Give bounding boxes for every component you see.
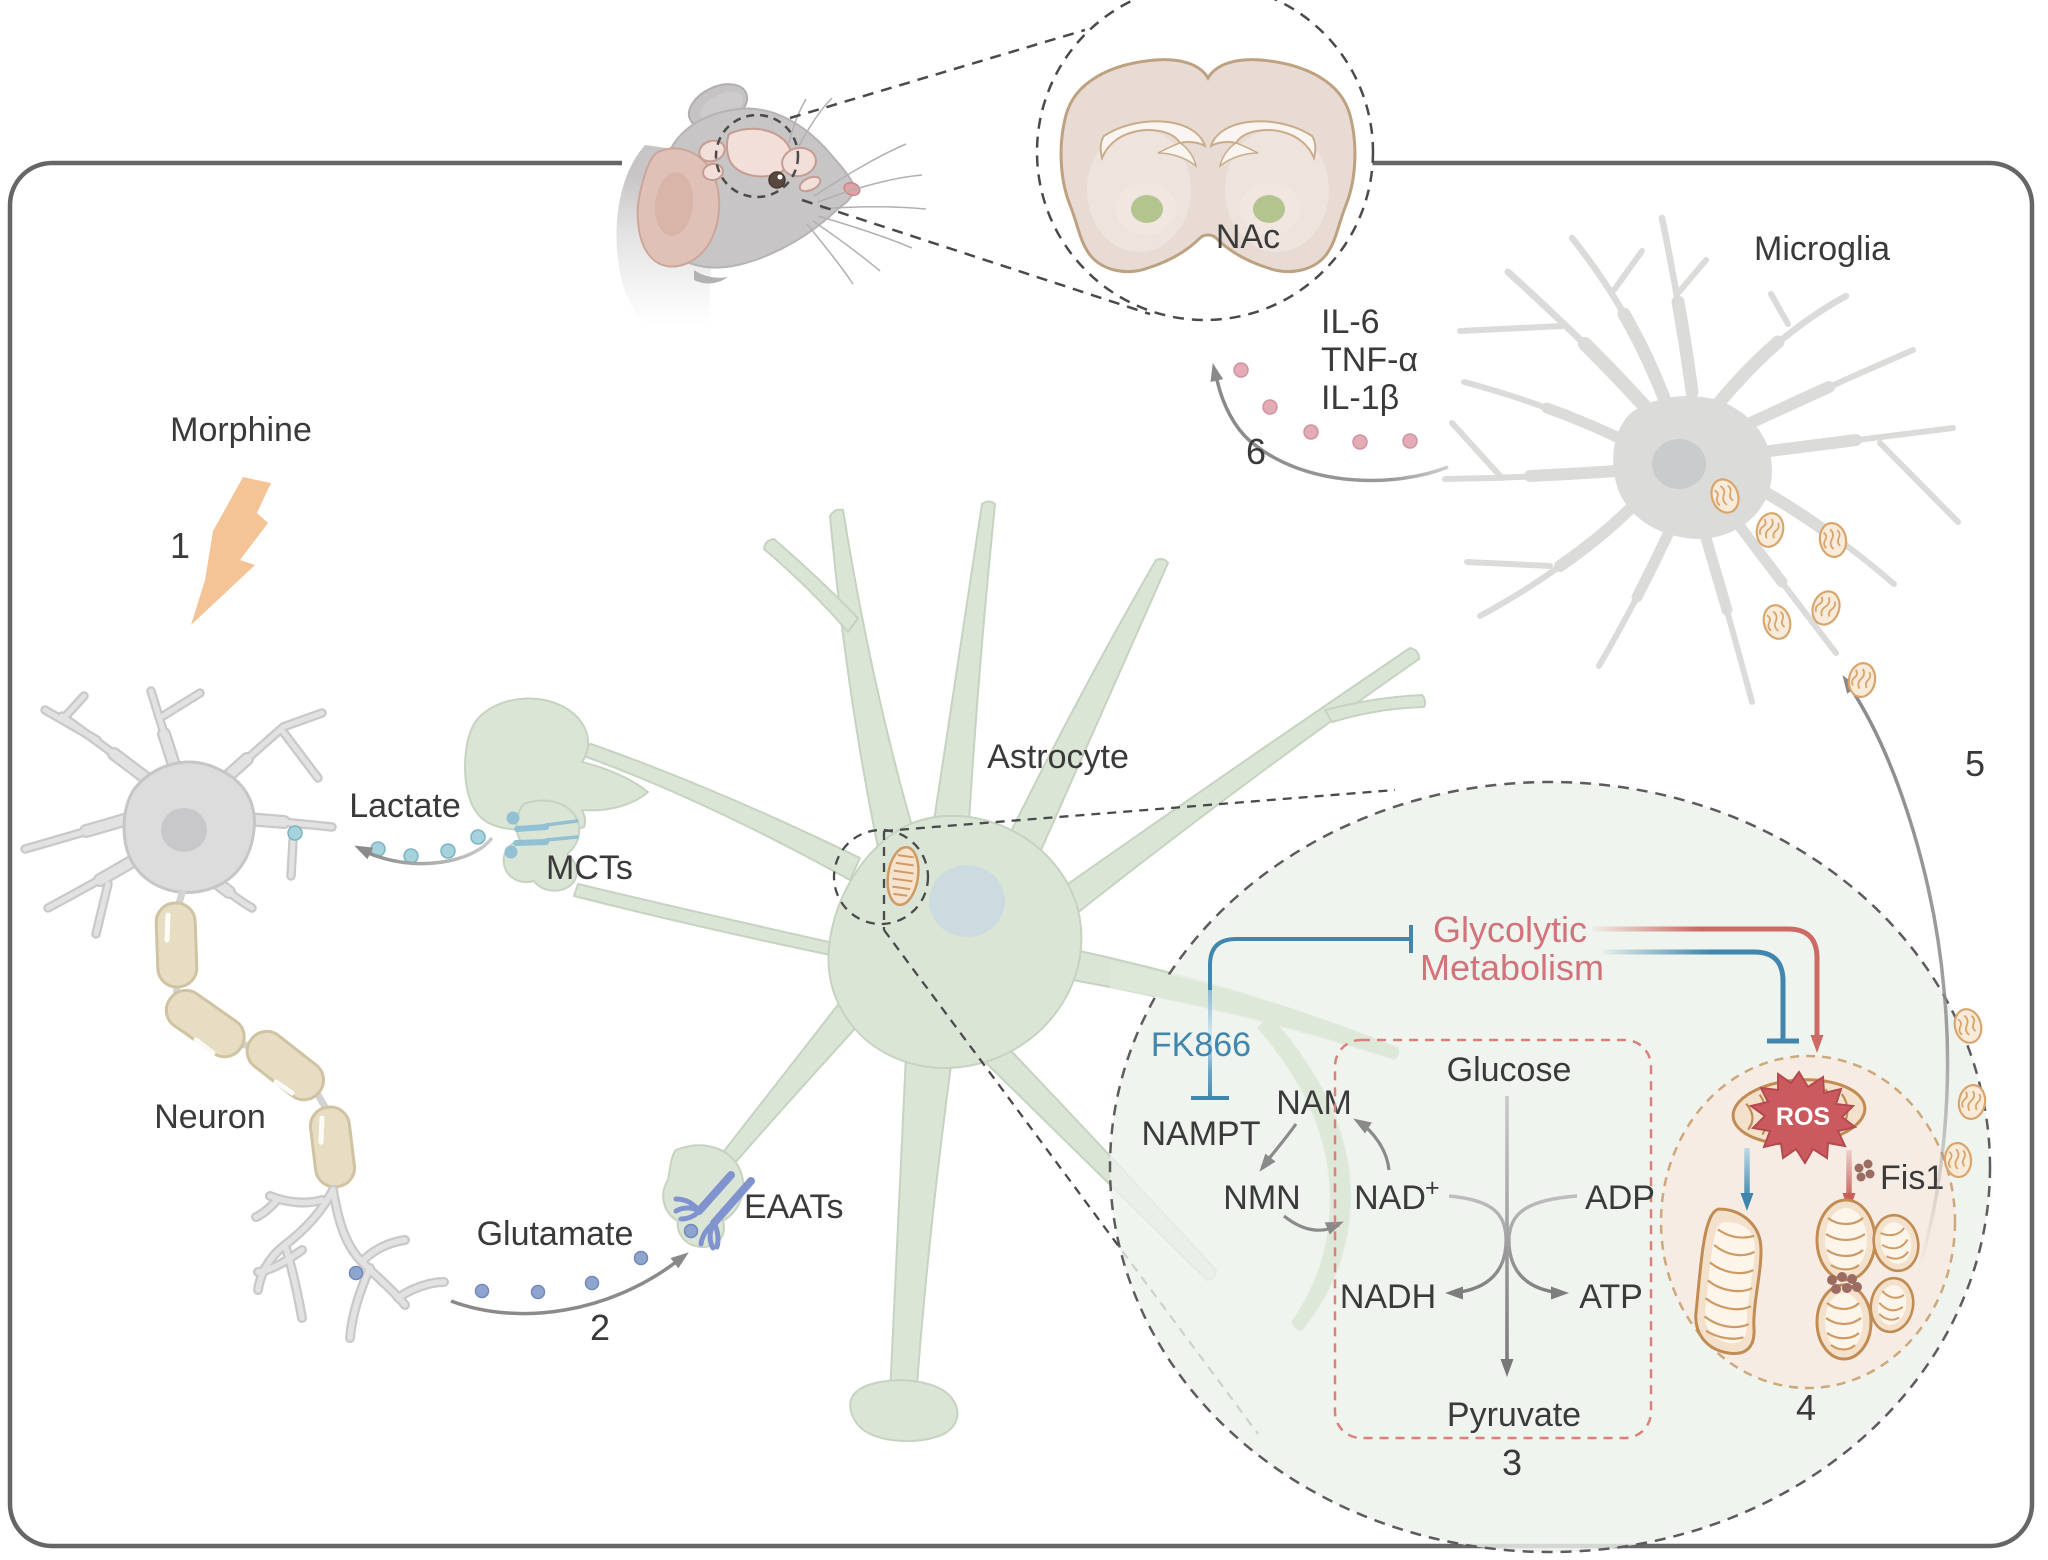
svg-text:5: 5 — [1965, 743, 1985, 784]
svg-text:Morphine: Morphine — [170, 411, 312, 449]
svg-text:IL-1β: IL-1β — [1321, 379, 1399, 417]
svg-text:Microglia: Microglia — [1754, 230, 1890, 268]
svg-text:Glycolytic: Glycolytic — [1433, 909, 1587, 950]
svg-text:6: 6 — [1246, 431, 1266, 472]
svg-text:EAATs: EAATs — [744, 1188, 844, 1226]
svg-text:Pyruvate: Pyruvate — [1447, 1396, 1581, 1434]
svg-text:NAM: NAM — [1276, 1084, 1352, 1122]
svg-text:1: 1 — [170, 525, 190, 566]
svg-text:TNF-α: TNF-α — [1321, 341, 1418, 379]
svg-text:MCTs: MCTs — [546, 849, 633, 887]
svg-text:Lactate: Lactate — [349, 787, 461, 825]
svg-text:4: 4 — [1796, 1387, 1816, 1428]
svg-text:Metabolism: Metabolism — [1420, 947, 1604, 988]
svg-text:FK866: FK866 — [1151, 1026, 1251, 1064]
svg-text:IL-6: IL-6 — [1321, 303, 1380, 341]
svg-text:Neuron: Neuron — [154, 1098, 266, 1136]
svg-text:+: + — [1425, 1174, 1440, 1202]
svg-text:NAc: NAc — [1216, 218, 1280, 256]
svg-text:NAMPT: NAMPT — [1142, 1115, 1261, 1153]
svg-text:NMN: NMN — [1223, 1179, 1300, 1217]
svg-text:2: 2 — [590, 1307, 610, 1348]
svg-text:NAD: NAD — [1354, 1179, 1426, 1217]
svg-text:ADP: ADP — [1585, 1179, 1655, 1217]
svg-text:Fis1: Fis1 — [1880, 1159, 1944, 1197]
svg-text:Glutamate: Glutamate — [477, 1215, 634, 1253]
svg-text:NADH: NADH — [1340, 1278, 1436, 1316]
svg-text:ROS: ROS — [1776, 1103, 1830, 1131]
svg-text:Astrocyte: Astrocyte — [987, 738, 1129, 776]
svg-text:3: 3 — [1502, 1442, 1522, 1483]
svg-text:ATP: ATP — [1579, 1278, 1643, 1316]
svg-text:Glucose: Glucose — [1447, 1051, 1572, 1089]
